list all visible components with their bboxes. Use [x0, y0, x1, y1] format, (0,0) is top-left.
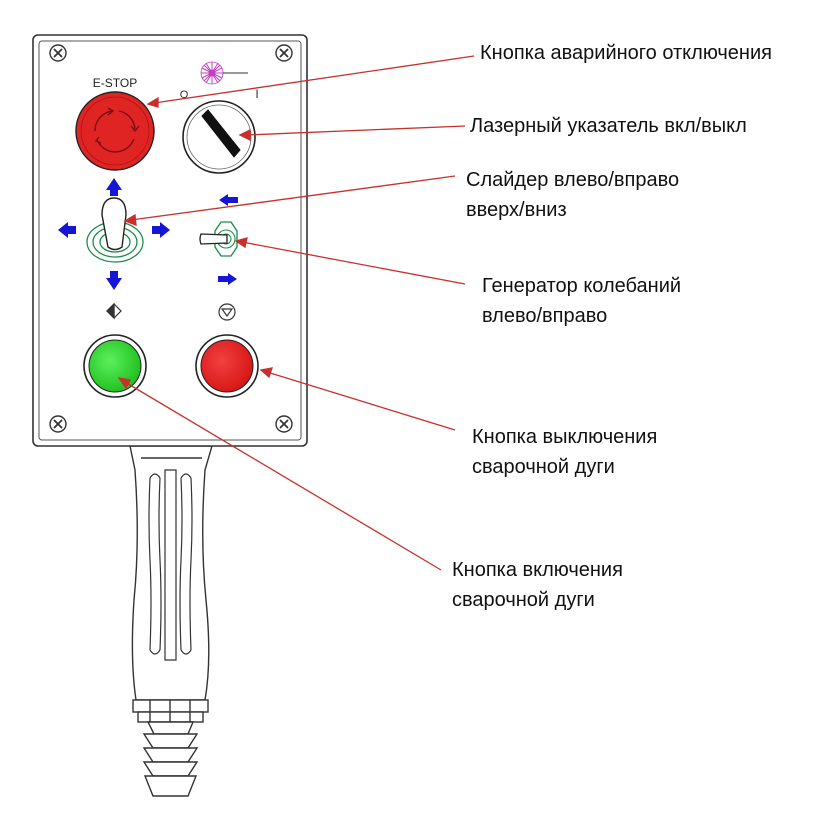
laser-on-mark: I: [255, 87, 258, 101]
laser-off-mark: O: [180, 89, 189, 101]
callout-joystick-line-2: вверх/вниз: [466, 199, 567, 221]
callout-joystick-line-1: Слайдер влево/вправо: [466, 169, 680, 191]
leader-arc-on: [124, 381, 442, 571]
arc-start-button[interactable]: [83, 334, 147, 398]
callout-oscillator-line-1: Генератор колебаний: [482, 275, 682, 297]
callout-laser: Лазерный указатель вкл/выкл: [470, 111, 747, 141]
handle-grip: [129, 445, 213, 701]
enclosure: [32, 34, 308, 447]
arrow-right-icon: [152, 222, 170, 238]
laser-switch[interactable]: [182, 100, 256, 174]
callout-arc-on: Кнопка включения сварочной дуги: [452, 555, 623, 615]
callout-oscillator: Генератор колебаний влево/вправо: [482, 271, 681, 331]
screw-cross-icon: [49, 44, 293, 433]
leader-oscillator: [241, 241, 466, 285]
arrow-down-icon: [106, 271, 122, 290]
start-diamond-icon: [106, 302, 122, 320]
oscillator-toggle[interactable]: [199, 221, 238, 257]
callout-estop-line-1: Кнопка аварийного отключения: [480, 42, 772, 64]
callout-arc-off: Кнопка выключения сварочной дуги: [472, 422, 657, 482]
arrow-left-icon: [219, 194, 238, 206]
joystick-slider[interactable]: [86, 197, 144, 263]
rotate-release-icon: [94, 107, 140, 153]
arc-stop-button[interactable]: [195, 334, 259, 398]
joystick-arrows: [58, 178, 170, 290]
leader-joystick: [130, 175, 456, 221]
cable-gland: [132, 699, 209, 797]
callout-laser-line-1: Лазерный указатель вкл/выкл: [470, 115, 747, 137]
arrow-right-icon: [218, 273, 237, 285]
callout-leaders: [117, 55, 475, 571]
arrow-left-icon: [58, 222, 76, 238]
callout-arc-off-line-2: сварочной дуги: [472, 456, 615, 478]
callout-arc-on-line-2: сварочной дуги: [452, 589, 595, 611]
leader-estop: [153, 55, 475, 104]
leader-arc-off: [266, 371, 456, 431]
laser-starburst-icon: [200, 61, 224, 85]
callout-oscillator-line-2: влево/вправо: [482, 305, 608, 327]
callout-estop: Кнопка аварийного отключения: [480, 38, 772, 68]
callout-arc-off-line-1: Кнопка выключения: [472, 426, 658, 448]
leader-laser: [245, 125, 466, 136]
estop-button[interactable]: [75, 91, 155, 171]
estop-label: E-STOP: [93, 76, 137, 90]
oscillator-arrows: [218, 194, 238, 285]
arrow-up-icon: [106, 178, 122, 196]
callout-arc-on-line-1: Кнопка включения: [452, 559, 623, 581]
stop-octagon-icon: [218, 303, 236, 321]
callout-joystick: Слайдер влево/вправо вверх/вниз: [466, 165, 679, 225]
